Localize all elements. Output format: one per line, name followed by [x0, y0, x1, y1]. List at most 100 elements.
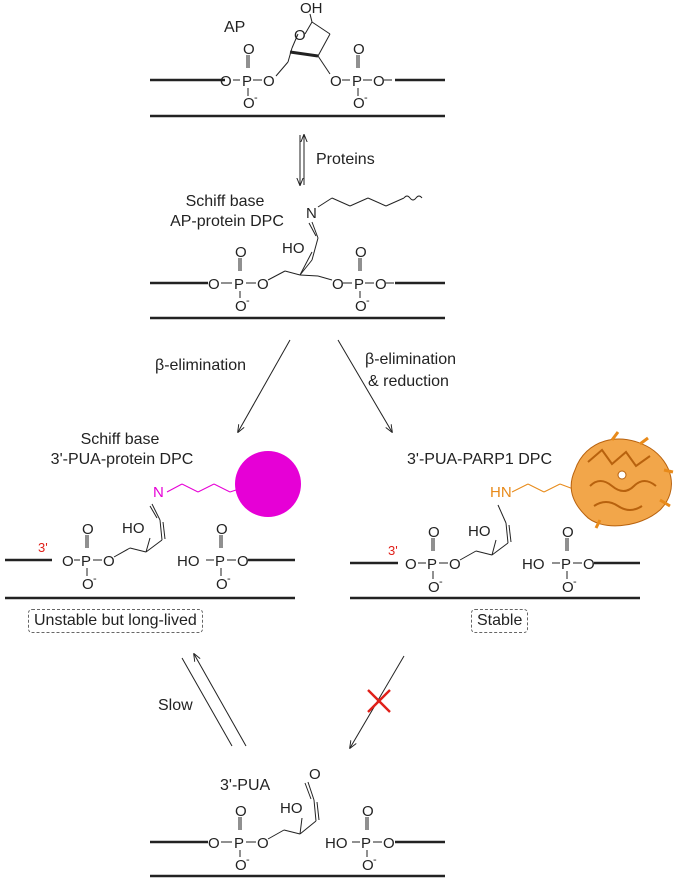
- atom-n: N: [306, 205, 317, 222]
- atom-o-minus: O: [562, 579, 574, 596]
- pua-structure: O P O O - O HO O HO P O O - O: [150, 766, 445, 878]
- ap-label: AP: [224, 19, 246, 36]
- atom-p: P: [427, 556, 437, 573]
- schiff-pua-label-line2: 3'-PUA-protein DPC: [50, 451, 194, 468]
- atom-o: O: [562, 524, 574, 541]
- atom-o-minus: O: [428, 579, 440, 596]
- atom-o-minus: O: [362, 857, 374, 874]
- ap-site-structure: O P O O - O O OH O P O O - O: [150, 0, 445, 118]
- atom-o: O: [330, 73, 342, 90]
- atom-o: O: [353, 41, 365, 58]
- atom-o: O: [208, 835, 220, 852]
- atom-o-minus: O: [216, 576, 228, 593]
- slow-reverse-arrow: [181, 657, 233, 747]
- atom-o: O: [103, 553, 115, 570]
- atom-o-minus: O: [235, 298, 247, 315]
- atom-o: O: [257, 835, 269, 852]
- atom-o-minus: O: [355, 298, 367, 315]
- atom-hn: HN: [490, 484, 512, 501]
- atom-o: O: [82, 521, 94, 538]
- charge-minus: -: [93, 573, 97, 585]
- atom-ho: HO: [280, 800, 303, 817]
- atom-ho: HO: [468, 523, 491, 540]
- slow-label: Slow: [158, 697, 193, 714]
- atom-o: O: [235, 244, 247, 261]
- protein-sphere-icon: [235, 451, 301, 517]
- atom-o: O: [62, 553, 74, 570]
- atom-o: O: [309, 766, 321, 783]
- charge-minus: -: [573, 576, 577, 588]
- schiff-pua-dpc-structure: 3' O P O O - O HO N HO P O O - O: [5, 451, 301, 600]
- atom-p: P: [352, 73, 362, 90]
- atom-o: O: [208, 276, 220, 293]
- atom-ho: HO: [325, 835, 348, 852]
- atom-p: P: [215, 553, 225, 570]
- atom-o-minus: O: [243, 95, 255, 112]
- atom-o: O: [375, 276, 387, 293]
- atom-ho: HO: [122, 520, 145, 537]
- beta-elimination-reduction-arrow: [337, 339, 392, 432]
- atom-o: O: [220, 73, 232, 90]
- red-cross-icon: [367, 689, 391, 713]
- atom-p: P: [354, 276, 364, 293]
- atom-o: O: [383, 835, 395, 852]
- atom-o: O: [294, 27, 306, 44]
- schiff-pua-label-line1: Schiff base: [80, 431, 160, 448]
- atom-p: P: [81, 553, 91, 570]
- schiff-ap-label-line1: Schiff base: [185, 193, 265, 210]
- charge-minus: -: [246, 854, 250, 866]
- prime3-label: 3': [388, 543, 398, 558]
- schiff-ap-label-line2: AP-protein DPC: [170, 213, 284, 230]
- atom-ho: HO: [177, 553, 200, 570]
- slow-forward-arrow: [194, 654, 247, 747]
- atom-o: O: [449, 556, 461, 573]
- atom-o: O: [362, 803, 374, 820]
- beta-elimination-right-label-line2: & reduction: [368, 373, 449, 390]
- atom-o: O: [405, 556, 417, 573]
- atom-p: P: [561, 556, 571, 573]
- pua-label: 3'-PUA: [220, 777, 271, 794]
- atom-o: O: [332, 276, 344, 293]
- atom-n: N: [153, 484, 164, 501]
- atom-p: P: [242, 73, 252, 90]
- charge-minus: -: [364, 92, 368, 104]
- charge-minus: -: [439, 576, 443, 588]
- atom-o: O: [355, 244, 367, 261]
- beta-elimination-arrow: [238, 339, 291, 432]
- atom-p: P: [234, 276, 244, 293]
- atom-ho: HO: [282, 240, 305, 257]
- proteins-label: Proteins: [316, 151, 375, 168]
- parp1-ribbon-icon: [570, 431, 674, 529]
- atom-o: O: [373, 73, 385, 90]
- atom-o: O: [583, 556, 595, 573]
- charge-minus: -: [254, 92, 258, 104]
- atom-o: O: [235, 803, 247, 820]
- stable-badge: Stable: [471, 609, 529, 633]
- atom-oh: OH: [300, 0, 323, 17]
- reversible-arrow: [300, 135, 304, 185]
- atom-p: P: [234, 835, 244, 852]
- atom-o: O: [216, 521, 228, 538]
- prime3-label: 3': [38, 540, 48, 555]
- charge-minus: -: [227, 573, 231, 585]
- atom-o-minus: O: [353, 95, 365, 112]
- charge-minus: -: [366, 295, 370, 307]
- charge-minus: -: [246, 295, 250, 307]
- beta-elimination-right-label-line1: β-elimination: [365, 351, 457, 368]
- schiff-ap-dpc-structure: O P O O - O HO N O P O O - O: [150, 195, 445, 320]
- atom-o: O: [237, 553, 249, 570]
- atom-p: P: [361, 835, 371, 852]
- unstable-badge: Unstable but long-lived: [28, 609, 203, 633]
- charge-minus: -: [373, 854, 377, 866]
- pua-parp1-dpc-structure: 3' O P O O - O HO HN HO P O O - O: [350, 431, 674, 600]
- atom-o-minus: O: [82, 576, 94, 593]
- atom-o: O: [428, 524, 440, 541]
- atom-o: O: [263, 73, 275, 90]
- atom-o-minus: O: [235, 857, 247, 874]
- atom-o: O: [257, 276, 269, 293]
- atom-ho: HO: [522, 556, 545, 573]
- parp1-dpc-label: 3'-PUA-PARP1 DPC: [407, 451, 553, 468]
- atom-o: O: [243, 41, 255, 58]
- beta-elimination-left-label: β-elimination: [155, 357, 247, 374]
